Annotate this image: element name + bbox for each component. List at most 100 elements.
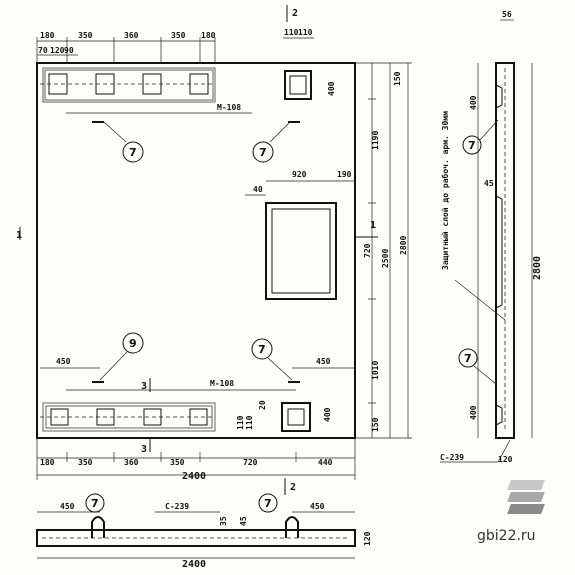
bottom-view-45: 45 (239, 516, 248, 526)
side-400-top: 400 (469, 95, 478, 110)
top-dim-360: 360 (124, 31, 139, 40)
watermark-text: gbi22.ru (477, 528, 536, 544)
top-right-110b: 110 (298, 28, 313, 37)
window-dim-920: 920 (292, 170, 307, 179)
lifting-loop-top (284, 70, 312, 100)
callout-circle (85, 493, 105, 513)
m108-label-bottom: М-108 (210, 379, 234, 388)
bottom-section-outline (36, 529, 356, 547)
callout-circle (258, 493, 278, 513)
window-side-40: 40 (253, 185, 263, 194)
callout-circle (251, 338, 273, 360)
dim-400-right: 400 (323, 407, 332, 422)
right-dim-1010: 1010 (371, 361, 380, 380)
bottom-view-2400: 2400 (182, 559, 206, 570)
callout-circle (252, 141, 274, 163)
section-mark-2-top: 2 (292, 8, 298, 19)
callout-circle (122, 141, 144, 163)
section-mark-right: 1 (370, 220, 376, 231)
side-400-bot: 400 (469, 405, 478, 420)
section-mark-left: 1 (16, 230, 22, 241)
note-leader (454, 279, 506, 321)
callout-leader (269, 121, 291, 143)
side-note: Защитный слой до рабоч. арм. 30мм (440, 111, 450, 270)
top-dim-180: 180 (40, 31, 55, 40)
top-small-120: 120 (50, 46, 65, 55)
bottom-view-450-left: 450 (60, 502, 75, 511)
right-dim-150: 150 (393, 71, 402, 86)
right-dim-1190: 1190 (371, 131, 380, 150)
top-small-70: 70 (38, 46, 48, 55)
lifting-loop-bottom-inner (287, 408, 305, 426)
callout-circle (458, 348, 478, 368)
top-right-400: 400 (327, 81, 336, 96)
bottom-view-s239: С-239 (165, 502, 189, 511)
lifting-loop-top-inner (289, 75, 307, 95)
small-dim-20: 20 (258, 400, 267, 410)
side-section-notch-mid (495, 195, 503, 309)
side-section-notch-bot (495, 404, 503, 426)
callout-label: 7 (264, 497, 272, 510)
section-mark-2-bottom: 2 (290, 482, 296, 493)
window-opening-inner (271, 208, 331, 294)
panel-outline (36, 62, 356, 439)
side-2800: 2800 (532, 256, 543, 280)
watermark-logo (505, 476, 551, 522)
callout-circle (122, 332, 144, 354)
side-s239-leader (497, 439, 511, 463)
right-dim-2500: 2500 (381, 249, 390, 268)
section-mark-3-top: 3 (141, 381, 147, 392)
bottom-view-35: 35 (219, 516, 228, 526)
bottom-dim-2400: 2400 (182, 471, 206, 482)
lifting-loop-section-left (91, 516, 105, 538)
side-120: 120 (498, 455, 513, 464)
callout-leader (99, 351, 128, 381)
callout-leader (267, 357, 293, 381)
embed-plate (50, 408, 69, 426)
embed-plate (189, 73, 209, 95)
window-dim-190: 190 (337, 170, 352, 179)
top-dim-350b: 350 (171, 31, 186, 40)
callout-leader (479, 119, 499, 141)
section-mark-3-bottom: 3 (141, 444, 147, 455)
side-s239: С-239 (440, 453, 464, 462)
callout-label: 9 (129, 337, 137, 350)
right-dim-ticks (355, 62, 412, 439)
callout-label: 7 (259, 146, 267, 159)
right-dim-2800: 2800 (399, 236, 408, 255)
top-right-110a: 110 (284, 28, 299, 37)
right-dim-720: 720 (363, 243, 372, 258)
callout-leader (473, 365, 497, 385)
top-dim-350a: 350 (78, 31, 93, 40)
top-dim-ticks (36, 37, 216, 63)
callout-label: 7 (129, 146, 137, 159)
callout-label: 7 (258, 343, 266, 356)
window-opening (265, 202, 337, 300)
small-dim-110b: 110 (245, 415, 254, 430)
side-45: 45 (484, 179, 494, 188)
bottom-dim-360: 360 (124, 458, 139, 467)
callout-leader (103, 121, 127, 143)
bottom-dim-720: 720 (243, 458, 258, 467)
bottom-dim-350a: 350 (78, 458, 93, 467)
dim-450-left: 450 (56, 357, 71, 366)
lifting-loop-section-right (285, 516, 299, 538)
callout-label: 7 (91, 497, 99, 510)
top-embed-plates (48, 73, 209, 95)
small-dim-110a: 110 (236, 415, 245, 430)
bottom-dim-ticks (36, 438, 356, 480)
right-dim-150b: 150 (371, 417, 380, 432)
top-small-90: 90 (64, 46, 74, 55)
top-embed-strip-outer (42, 67, 216, 103)
top-embed-strip (44, 69, 214, 101)
callout-circle (462, 135, 482, 155)
m108-label-top: М-108 (217, 103, 241, 112)
dim-450-right: 450 (316, 357, 331, 366)
side-top-56: 56 (502, 10, 512, 19)
bottom-view-450-right: 450 (310, 502, 325, 511)
bottom-dim-440: 440 (318, 458, 333, 467)
bottom-view-120: 120 (363, 531, 372, 546)
bottom-dim-350b: 350 (170, 458, 185, 467)
